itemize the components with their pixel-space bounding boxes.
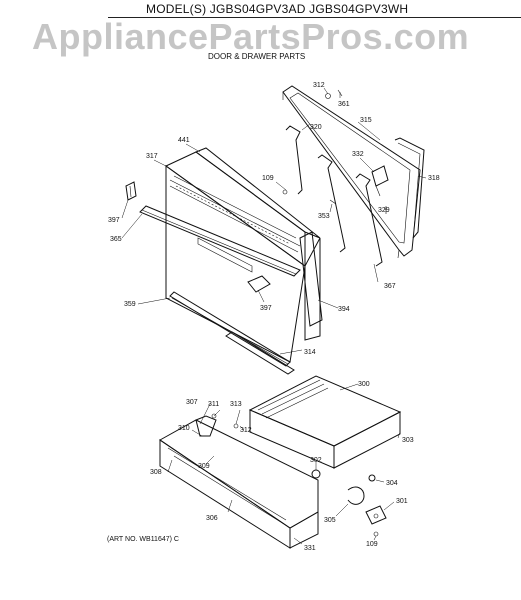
model-line: MODEL(S) JGBS04GPV3AD JGBS04GPV3WH	[146, 2, 409, 16]
callout-109-bottom: 109	[366, 541, 378, 548]
callout-109-top: 109	[262, 175, 274, 182]
door-gasket-drawing	[394, 137, 425, 239]
callout-311: 311	[208, 401, 219, 408]
door-handle-drawing	[139, 205, 301, 277]
drawer-clip-drawing	[347, 486, 365, 505]
callout-302: 302	[310, 457, 322, 464]
callout-306: 306	[206, 515, 218, 522]
drawer-roller-drawing	[311, 469, 376, 482]
callout-365: 365	[110, 236, 122, 243]
art-number: (ART NO. WB11647) C	[107, 536, 179, 543]
callout-331: 331	[304, 545, 316, 552]
callout-303: 303	[402, 437, 414, 444]
callout-312-top: 312	[313, 82, 325, 89]
callout-359: 359	[124, 301, 136, 308]
callout-301: 301	[396, 498, 408, 505]
callout-329: 329	[378, 207, 390, 214]
door-liner-drawing	[282, 85, 421, 259]
callout-397-door: 397	[260, 305, 272, 312]
callout-309: 309	[198, 463, 210, 470]
callout-394: 394	[338, 306, 350, 313]
callout-312-drawer: 312	[240, 427, 252, 434]
callout-300: 300	[358, 381, 370, 388]
callout-317: 317	[146, 153, 158, 160]
model-underline	[108, 17, 521, 18]
side-trim-drawing	[299, 231, 323, 327]
hinge-drawing	[285, 125, 383, 267]
callout-315: 315	[360, 117, 372, 124]
drawer-bracket-drawing	[365, 505, 387, 525]
callout-397-left: 397	[108, 217, 120, 224]
callout-307: 307	[186, 399, 198, 406]
callout-labels: 312 361 320 315 441 317 332 318 109 353 …	[108, 82, 440, 552]
callout-318: 318	[428, 175, 440, 182]
callout-353: 353	[318, 213, 330, 220]
callout-308: 308	[150, 469, 162, 476]
drawer-front-drawing	[159, 415, 319, 549]
door-bottom-trim-drawing	[169, 291, 291, 367]
callout-441: 441	[178, 137, 190, 144]
callout-304: 304	[386, 480, 398, 487]
callout-314: 314	[304, 349, 316, 356]
leader-lines	[121, 87, 427, 545]
hinge-receiver-drawing	[371, 165, 389, 197]
callout-367: 367	[384, 283, 396, 290]
callout-332: 332	[352, 151, 364, 158]
bottom-strip-drawing	[225, 331, 295, 375]
drawer-body-drawing	[248, 375, 402, 469]
diagram-subtitle: DOOR & DRAWER PARTS	[208, 52, 306, 61]
callout-320: 320	[310, 124, 322, 131]
callout-313: 313	[230, 401, 242, 408]
watermark: AppliancePartsPros.com	[32, 16, 470, 57]
door-panel-drawing	[165, 147, 321, 363]
callout-305: 305	[324, 517, 336, 524]
callout-361: 361	[338, 101, 350, 108]
callout-310: 310	[178, 425, 190, 432]
handle-endcap-drawing	[125, 181, 137, 201]
